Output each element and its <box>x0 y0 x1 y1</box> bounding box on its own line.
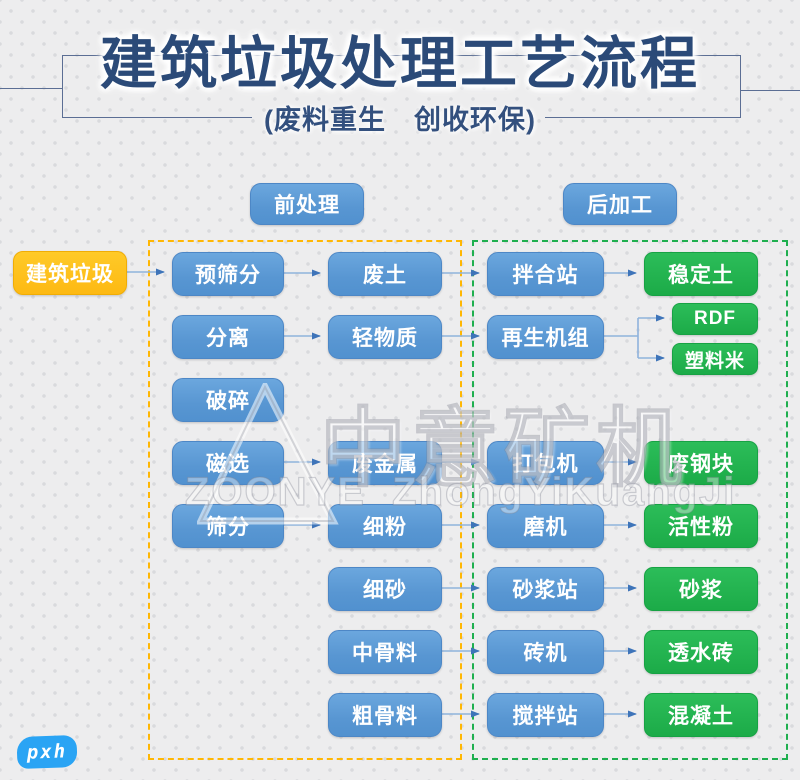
pxh-logo: pxh <box>16 734 78 770</box>
node-fine-powder: 细粉 <box>328 504 442 548</box>
title-frame-right-outer-line <box>740 90 800 91</box>
node-separation: 分离 <box>172 315 284 359</box>
node-baler: 打包机 <box>487 441 604 485</box>
node-fine-sand: 细砂 <box>328 567 442 611</box>
node-grinding-mill: 磨机 <box>487 504 604 548</box>
page-title: 建筑垃圾处理工艺流程 <box>100 32 700 96</box>
node-regeneration-unit: 再生机组 <box>487 315 604 359</box>
title-frame-right-vertical <box>740 55 741 118</box>
node-magnetic-separation: 磁选 <box>172 441 284 485</box>
node-concrete-batching-plant: 搅拌站 <box>487 693 604 737</box>
post-processing-group-frame <box>472 240 788 760</box>
title-frame-bottom-line-right <box>545 117 740 118</box>
product-mortar: 砂浆 <box>644 567 758 611</box>
node-coarse-aggregate: 粗骨料 <box>328 693 442 737</box>
node-mixing-plant: 拌合站 <box>487 252 604 296</box>
title-frame-left-outer-line <box>0 88 62 89</box>
pre-processing-group-frame <box>148 240 462 760</box>
title-frame-left-vertical <box>62 55 63 118</box>
node-mortar-station: 砂浆站 <box>487 567 604 611</box>
node-construction-waste: 建筑垃圾 <box>13 251 127 295</box>
node-screening: 筛分 <box>172 504 284 548</box>
node-scrap-metal: 废金属 <box>328 441 442 485</box>
node-light-material: 轻物质 <box>328 315 442 359</box>
node-medium-aggregate: 中骨料 <box>328 630 442 674</box>
node-pre-screening: 预筛分 <box>172 252 284 296</box>
product-scrap-steel-block: 废钢块 <box>644 441 758 485</box>
section-header-pre-processing: 前处理 <box>250 183 364 225</box>
product-stabilized-soil: 稳定土 <box>644 252 758 296</box>
product-concrete: 混凝土 <box>644 693 758 737</box>
product-rdf: RDF <box>672 303 758 335</box>
title-frame-bottom-line-left <box>62 117 252 118</box>
title-frame-top-line <box>62 55 740 56</box>
node-waste-soil: 废土 <box>328 252 442 296</box>
product-active-powder: 活性粉 <box>644 504 758 548</box>
node-brick-machine: 砖机 <box>487 630 604 674</box>
section-header-post-processing: 后加工 <box>563 183 677 225</box>
node-crushing: 破碎 <box>172 378 284 422</box>
product-plastic-pellets: 塑料米 <box>672 343 758 375</box>
page-subtitle: (废料重生 创收环保) <box>264 105 536 135</box>
product-permeable-brick: 透水砖 <box>644 630 758 674</box>
